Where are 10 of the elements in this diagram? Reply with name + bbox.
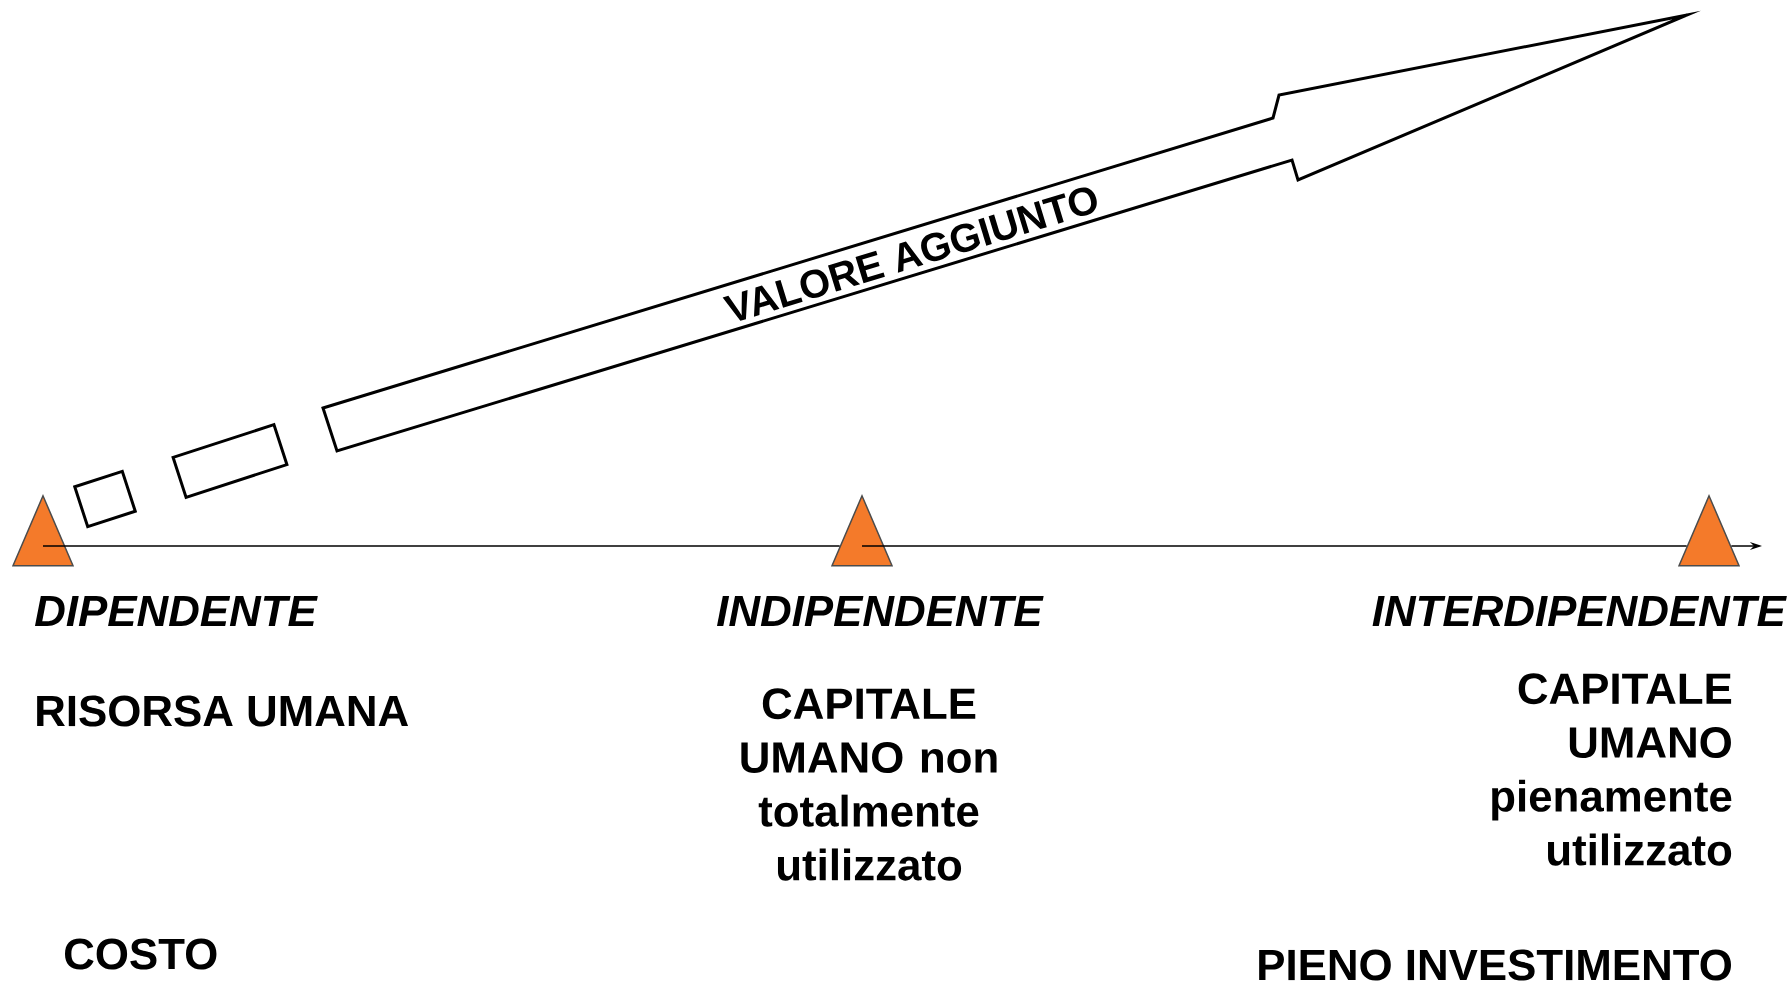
axis-line bbox=[42, 545, 841, 547]
axis-line bbox=[861, 545, 1688, 547]
stage-label: DIPENDENTE bbox=[34, 595, 318, 627]
note-text: COSTO bbox=[65, 938, 217, 970]
description-text: RISORSA UMANA bbox=[37, 695, 408, 727]
stage-label: INDIPENDENTE bbox=[716, 595, 1044, 627]
note-text: PIENO INVESTIMENTO bbox=[1259, 949, 1731, 981]
description-text: CAPITALE UMANO non totalmente utilizzato bbox=[741, 688, 997, 881]
description-text: CAPITALE UMANO pienamente utilizzato bbox=[1492, 673, 1732, 866]
stage-label: INTERDIPENDENTE bbox=[1372, 595, 1787, 627]
